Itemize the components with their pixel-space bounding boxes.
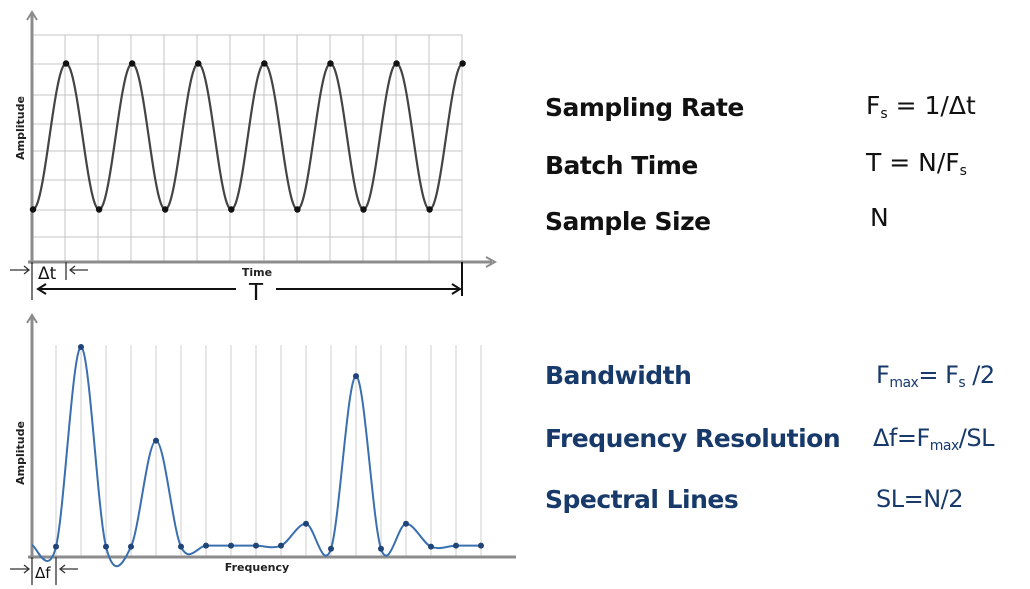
frequency-axes xyxy=(26,313,516,559)
delta-f-marker xyxy=(10,557,78,585)
spectral-point xyxy=(78,344,84,350)
term-label: Sampling Rate xyxy=(545,93,744,122)
sample-point xyxy=(128,60,136,67)
term-label: Sample Size xyxy=(545,207,711,236)
sample-point xyxy=(360,206,367,213)
spectral-point xyxy=(253,542,259,549)
formula-subscript: max xyxy=(889,375,919,391)
spectral-point xyxy=(303,520,309,527)
time-domain-chart: Amplitude Time Δt T xyxy=(10,10,498,305)
formula: Fmax= Fs /2 xyxy=(876,361,995,391)
spectral-point xyxy=(178,543,184,550)
spectral-point xyxy=(153,437,159,444)
formula: Fs = 1/Δt xyxy=(866,91,976,122)
formula: T = N/Fs xyxy=(866,148,967,179)
spectral-point xyxy=(278,542,284,549)
sample-point xyxy=(62,60,70,67)
spectral-point xyxy=(103,543,109,550)
term-label: Bandwidth xyxy=(545,361,692,390)
spectral-point xyxy=(203,542,209,549)
term-label: Batch Time xyxy=(545,151,698,180)
formula-subscript: max xyxy=(929,438,960,454)
formula-part: /SL xyxy=(958,424,995,452)
frequency-y-axis-label: Amplitude xyxy=(14,421,27,485)
sample-point xyxy=(459,60,466,67)
formula-part: F xyxy=(876,361,890,389)
sample-point xyxy=(294,206,301,213)
formula: Δf=Fmax/SL xyxy=(873,424,995,454)
formula-part: Δf=F xyxy=(873,424,930,452)
sample-points xyxy=(29,60,466,213)
formula: N xyxy=(870,203,889,234)
term-label: Spectral Lines xyxy=(545,485,739,514)
spectral-line-points xyxy=(53,344,484,552)
formula-rest: = 1/Δt xyxy=(887,91,976,120)
time-grid xyxy=(32,34,463,262)
spectral-point xyxy=(328,545,334,552)
time-y-axis-label: Amplitude xyxy=(14,96,27,160)
spectral-point xyxy=(228,542,234,549)
sample-point xyxy=(393,60,400,67)
sample-point xyxy=(327,60,334,67)
formula-subscript: s xyxy=(880,106,888,122)
period-label: T xyxy=(248,280,264,305)
time-x-axis-label: Time xyxy=(242,266,272,279)
frequency-domain-chart: Amplitude Frequency Δf xyxy=(10,313,516,585)
spectral-point xyxy=(403,520,409,527)
time-axes xyxy=(26,10,498,268)
sample-point xyxy=(426,206,433,213)
spectral-point xyxy=(353,373,359,380)
delta-f-label: Δf xyxy=(35,564,51,582)
spectral-point xyxy=(478,542,484,549)
term-label: Frequency Resolution xyxy=(545,424,841,453)
sample-point xyxy=(162,206,169,213)
formula-part: /2 xyxy=(965,361,995,389)
spectral-point xyxy=(53,543,59,550)
sample-point xyxy=(95,206,103,213)
sample-point xyxy=(195,60,202,67)
delta-t-label: Δt xyxy=(38,264,57,284)
formula-main: F xyxy=(866,91,881,120)
formula-main: N xyxy=(870,203,889,232)
sample-point xyxy=(228,206,235,213)
formula-subscript: s xyxy=(959,163,967,179)
spectral-point xyxy=(128,543,134,550)
spectral-point xyxy=(453,542,459,549)
formula: SL=N/2 xyxy=(876,485,964,515)
delta-t-marker xyxy=(10,262,88,300)
spectral-point xyxy=(378,545,384,552)
frequency-x-axis-label: Frequency xyxy=(225,561,289,574)
formula-main: T = N/F xyxy=(866,148,960,177)
formula-part: SL=N/2 xyxy=(876,485,964,513)
spectrum-curve xyxy=(31,345,482,568)
formula-subscript: s xyxy=(958,375,966,391)
sample-point xyxy=(261,60,268,67)
formula-part: = F xyxy=(918,361,959,389)
frequency-grid xyxy=(55,345,482,557)
spectral-point xyxy=(428,543,434,550)
period-marker xyxy=(36,262,463,296)
sample-point xyxy=(29,206,37,213)
sine-wave xyxy=(32,62,464,211)
